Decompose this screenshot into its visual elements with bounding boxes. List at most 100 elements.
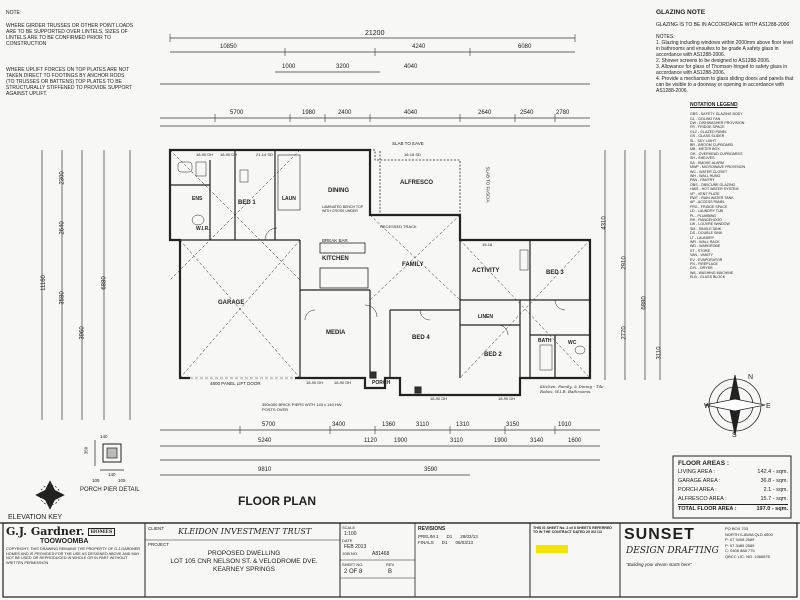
rev-label: REV	[386, 562, 395, 567]
room-ens: ENS	[192, 196, 203, 202]
client-value: KLEIDON INVESTMENT TRUST	[178, 527, 312, 536]
floor-plan-title: FLOOR PLAN	[238, 494, 316, 508]
room-alfresco: ALFRESCO	[400, 180, 433, 186]
dim-bot-r2-4: 3110	[450, 438, 463, 444]
room-porch: PORCH	[372, 380, 391, 386]
dim-bot-r2-1: 5240	[258, 438, 272, 444]
sunset-logo: SUNSET	[624, 526, 695, 543]
sunset-contact-line: C: 0408 888 775	[725, 548, 755, 553]
legend-item: WA - WASHING MACHINE	[690, 270, 734, 275]
dim-bot-r2-6: 3140	[530, 438, 544, 444]
dim-bot-4: 3110	[416, 422, 429, 428]
dim-top-r3-6: 2540	[520, 110, 534, 116]
legend-item: GLZ - GLAZED PANEL	[690, 129, 728, 134]
label-garage-door: 4800 PANEL LIFT DOOR	[210, 381, 261, 386]
notation-legend: NOTATION LEGEND GBS - SAFETY GLAZING BOD…	[690, 99, 796, 284]
dim-top-2: 4240	[412, 44, 426, 50]
revisions-title: REVISIONS	[418, 526, 446, 532]
compass-icon	[704, 374, 766, 436]
dim-left-5: 6880	[101, 276, 108, 290]
project-label: PROJECT	[148, 542, 170, 547]
company-tag: HOMES	[88, 527, 115, 536]
revision-label: PRELIM 1	[418, 534, 439, 539]
dim-bot-1: 5700	[262, 422, 276, 428]
room-wc: WC	[568, 340, 577, 346]
revision-label: FINALS	[418, 540, 434, 545]
floor-areas-title: FLOOR AREAS :	[678, 460, 730, 467]
dim-bot-r2-3: 1900	[394, 438, 408, 444]
room-dining: DINING	[328, 188, 349, 194]
sunset-sub: DESIGN DRAFTING	[626, 546, 719, 556]
legend-item: AP - ACCESS PANEL	[690, 200, 726, 205]
compass-e: E	[766, 403, 771, 410]
floor-area-value: 142.4 - sqm.	[757, 469, 788, 475]
compass-s: S	[732, 432, 737, 439]
revision-code: D1	[446, 534, 453, 539]
legend-item: GL - CEILING FAN	[690, 116, 721, 121]
dim-left-outer: 11160	[40, 275, 47, 291]
room-wir: W.I.R.	[196, 226, 210, 232]
room-bed4: BED 4	[412, 335, 430, 341]
room-linen: LINEN	[478, 314, 493, 320]
dim-top-r3-4: 4040	[404, 110, 418, 116]
legend-item: HWS - HOT WATER SYSTEM	[690, 187, 739, 192]
glazing-item: NOTES:	[656, 34, 675, 40]
dim-bot-2: 3400	[332, 422, 346, 428]
sunset-contact-line: P: 07 3408 2589	[725, 537, 755, 542]
glazing-item: 4. Provide a mechanism to glass sliding …	[656, 76, 794, 94]
project-lines: PROPOSED DWELLING LOT 105 CNR NELSON ST.…	[150, 550, 338, 574]
room-family: FAMILY	[402, 262, 424, 268]
floor-area-value: 15.7 - sqm.	[760, 496, 788, 502]
door-code-1: 18-90 DH	[196, 152, 214, 157]
dim-top-r2-3: 4040	[404, 64, 418, 70]
floor-area-label: LIVING AREA :	[678, 469, 715, 475]
pier-dim-4: 105	[92, 478, 100, 483]
label-recessed-track: RECESSED TRACK	[380, 224, 417, 229]
porch-pier-detail-drawing	[94, 440, 124, 471]
legend-item: SA - SMOKE ALARM	[690, 160, 724, 165]
job-value: A81468	[372, 551, 390, 557]
sunset-contact-line: P: 07 3485 2589	[725, 542, 755, 548]
legend-item: DW - DISHWASHER PROVISION	[690, 121, 745, 126]
legend-item: FN - FIREPLACE	[690, 262, 718, 267]
legend-item: DS - DOUBLE SINK	[690, 231, 723, 236]
floor-areas-box: FLOOR AREAS : LIVING AREA :142.4 - sqm.G…	[678, 459, 788, 514]
dim-top-r3-3: 2400	[338, 110, 352, 116]
revision-date: 06/03/13	[455, 540, 474, 545]
floor-area-row: LIVING AREA : 142.4 - sqm.	[678, 468, 788, 477]
dim-bot-r2-2: 1120	[364, 438, 377, 444]
glazing-items: NOTES:1. Glazing including windows withi…	[656, 34, 794, 94]
legend-item: SM - SINGLE SINK	[690, 226, 722, 231]
legend-item: MWP - MICROWAVE PROVISION	[690, 165, 746, 170]
project-line-3: KEARNEY SPRINGS	[212, 566, 275, 573]
room-media: MEDIA	[326, 330, 346, 336]
floor-area-label: TOTAL FLOOR AREA :	[678, 506, 737, 512]
porch-pier-title: PORCH PIER DETAIL	[80, 487, 140, 493]
handwritten-note: Kitchen, Family, & Dining - Tile. Robes,…	[540, 384, 605, 394]
legend-item: WH - WALL HUNG	[690, 173, 721, 178]
floor-area-label: PORCH AREA :	[678, 487, 717, 493]
room-laun: LAUN	[282, 196, 296, 202]
job-label: JOB NO.	[342, 551, 359, 556]
door-code-7: 18-90 DH	[430, 396, 448, 401]
dim-left-3: 3580	[59, 291, 66, 305]
sheet-value: 2 OF 8	[344, 569, 363, 575]
label-slab-eave: SLAB TO EAVE	[392, 141, 424, 146]
floor-area-row: ALFRESCO AREA :15.7 - sqm.	[678, 495, 788, 504]
label-laminated: LAMINATED BENCH TOP WITH CROSS UNDER	[322, 205, 363, 213]
dim-bot-r3-1: 9810	[258, 467, 272, 473]
legend-item: GBS - SAFETY GLAZING BODY	[690, 112, 743, 117]
dim-right-3: 6880	[641, 296, 648, 310]
girder-note: WHERE GIRDER TRUSSES OR OTHER POINT LOAD…	[6, 23, 134, 47]
door-code-4: 16-18 SD	[404, 152, 421, 157]
company-city: TOOWOOMBA	[40, 538, 89, 545]
compass-w: W	[704, 403, 711, 410]
floor-area-value: 36.8 - sqm.	[760, 478, 788, 484]
room-activity: ACTIVITY	[472, 268, 500, 274]
floor-area-row: TOTAL FLOOR AREA :197.0 - sqm.	[678, 504, 788, 514]
dim-top-r2-1: 1000	[282, 64, 296, 70]
legend-item: FRG - FRIDGE SPACE	[690, 204, 728, 209]
pier-dim-1: 140	[100, 434, 108, 439]
glazing-item: 3. Allowance for glass of Thomson hinged…	[656, 64, 788, 76]
